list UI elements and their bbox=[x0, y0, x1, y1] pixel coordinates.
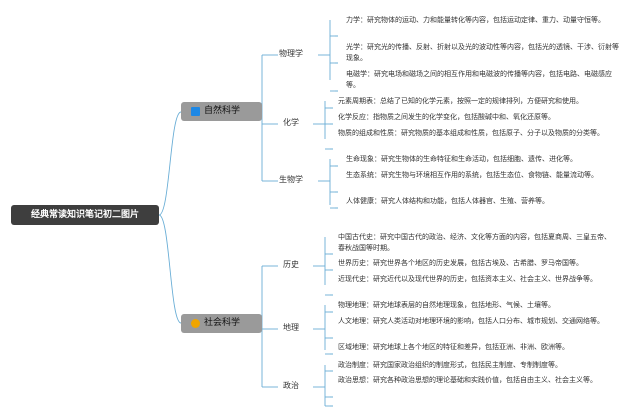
root-topic[interactable]: 经典常读知识笔记初二图片 bbox=[11, 205, 159, 225]
subtopic-politics[interactable]: 政治 bbox=[283, 381, 299, 390]
leaf-life-phenomena[interactable]: 生命现象：研究生物体的生命特征和生命活动，包括细胞、遗传、进化等。 bbox=[346, 155, 577, 163]
leaf-regional-geography[interactable]: 区域地理：研究地球上各个地区的特征和差异，包括亚洲、非洲、欧洲等。 bbox=[338, 343, 569, 351]
leaf-chemical-reaction[interactable]: 化学反应：指物质之间发生的化学变化，包括酸碱中和、氧化还原等。 bbox=[338, 113, 555, 121]
subtopic-chemistry[interactable]: 化学 bbox=[283, 118, 299, 127]
category-label: 社会科学 bbox=[204, 318, 241, 328]
leaf-human-geography[interactable]: 人文地理：研究人类活动对地理环境的影响，包括人口分布、城市规划、交通网络等。 bbox=[338, 317, 604, 325]
category-social-science[interactable]: 社会科学 bbox=[181, 314, 262, 333]
leaf-physical-geography[interactable]: 物理地理：研究地球表层的自然地理现象，包括地形、气候、土壤等。 bbox=[338, 301, 555, 309]
leaf-ecosystem[interactable]: 生态系统：研究生物与环境相互作用的系统，包括生态位、食物链、能量流动等。 bbox=[346, 171, 598, 179]
leaf-modern-history[interactable]: 近现代史：研究近代以及现代世界的历史，包括资本主义、社会主义、世界战争等。 bbox=[338, 275, 597, 283]
leaf-political-thought[interactable]: 政治思想：研究各种政治思想的理论基础和实践价值，包括自由主义、社会主义等。 bbox=[338, 376, 597, 384]
leaf-electromagnetism[interactable]: 电磁学：研究电场和磁场之间的相互作用和电磁波的传播等内容，包括电路、电磁感应等。 bbox=[346, 70, 612, 89]
category-label: 自然科学 bbox=[204, 106, 241, 116]
subtopic-biology[interactable]: 生物学 bbox=[279, 175, 303, 184]
leaf-mechanics[interactable]: 力学：研究物体的运动、力和能量转化等内容，包括运动定律、重力、动量守恒等。 bbox=[346, 16, 605, 24]
subtopic-physics[interactable]: 物理学 bbox=[279, 49, 303, 58]
leaf-ancient-china[interactable]: 中国古代史：研究中国古代的政治、经济、文化等方面的内容，包括夏商周、三皇五帝、春… bbox=[338, 233, 611, 252]
leaf-periodic-table[interactable]: 元素周期表：总结了已知的化学元素，按照一定的规律排列，方便研究和使用。 bbox=[338, 97, 583, 105]
subtopic-geography[interactable]: 地理 bbox=[283, 323, 299, 332]
leaf-matter-properties[interactable]: 物质的组成和性质：研究物质的基本组成和性质，包括原子、分子以及物质的分类等。 bbox=[338, 129, 604, 137]
gold-coin-icon bbox=[191, 319, 200, 328]
leaf-world-history[interactable]: 世界历史：研究世界各个地区的历史发展，包括古埃及、古希腊、罗马帝国等。 bbox=[338, 259, 583, 267]
leaf-political-system[interactable]: 政治制度：研究国家政治组织的制度形式，包括民主制度、专制制度等。 bbox=[338, 361, 562, 369]
blue-square-icon bbox=[191, 107, 200, 116]
category-natural-science[interactable]: 自然科学 bbox=[181, 102, 262, 121]
subtopic-history[interactable]: 历史 bbox=[283, 260, 299, 269]
leaf-human-health[interactable]: 人体健康：研究人体结构和功能，包括人体器官、生殖、营养等。 bbox=[346, 197, 549, 205]
leaf-optics[interactable]: 光学：研究光的传播、反射、折射以及光的波动性等内容，包括光的透镜、干涉、衍射等现… bbox=[346, 43, 619, 62]
